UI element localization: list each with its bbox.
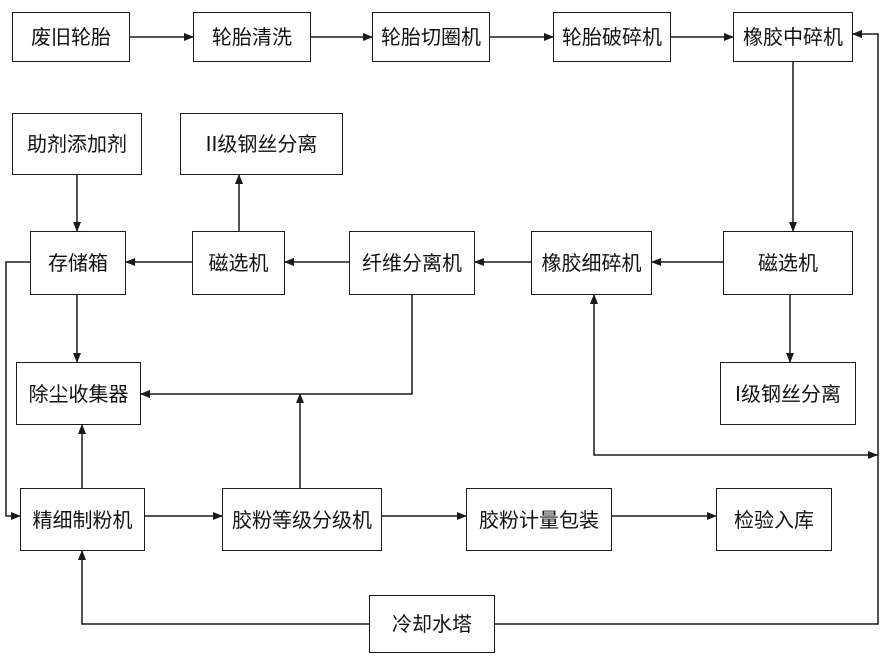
node-label: 除尘收集器 — [28, 381, 129, 406]
node-label: 检验入库 — [734, 507, 814, 532]
node-label: 轮胎切圈机 — [381, 25, 481, 49]
node-label: 橡胶细碎机 — [541, 251, 642, 275]
node-label: 磁选机 — [208, 251, 269, 275]
node-steel-sep-1: I级钢丝分离 — [720, 362, 856, 425]
node-label: 存储箱 — [48, 251, 108, 275]
node-additive: 助剂添加剂 — [12, 113, 142, 175]
node-label: II级钢丝分离 — [205, 132, 318, 156]
node-cooling-tower: 冷却水塔 — [369, 595, 495, 653]
node-label: 胶粉计量包装 — [479, 507, 599, 532]
node-steel-sep-2: II级钢丝分离 — [180, 113, 343, 175]
node-label: 冷却水塔 — [392, 612, 472, 636]
node-label: 废旧轮胎 — [31, 25, 111, 49]
node-rubber-mid-crusher: 橡胶中碎机 — [733, 12, 853, 62]
node-rubber-fine-crusher: 橡胶细碎机 — [531, 231, 652, 295]
node-label: 橡胶中碎机 — [743, 25, 843, 49]
node-fine-mill: 精细制粉机 — [20, 488, 145, 551]
arrow-cooling_tower-to-rubber_mid_crusher — [495, 30, 879, 625]
node-waste-tire: 废旧轮胎 — [12, 12, 130, 62]
node-fiber-sep: 纤维分离机 — [349, 231, 475, 295]
arrow-storage-to-fine_mill — [5, 261, 30, 520]
node-label: 磁选机 — [758, 251, 818, 275]
node-dust-collector: 除尘收集器 — [16, 362, 141, 425]
node-mag-sep-right: 磁选机 — [723, 231, 853, 295]
arrow-cooling_tower-to-fine_mill — [78, 550, 369, 625]
node-label: 轮胎破碎机 — [562, 25, 662, 49]
node-label: 助剂添加剂 — [27, 132, 127, 156]
node-label: 胶粉等级分级机 — [232, 507, 372, 532]
node-label: 轮胎清洗 — [212, 25, 292, 49]
node-ring-cutter: 轮胎切圈机 — [372, 12, 490, 62]
node-label: 精细制粉机 — [32, 507, 133, 532]
arrowhead-return-junction — [868, 451, 878, 459]
node-tire-wash: 轮胎清洗 — [193, 12, 311, 62]
arrow-cooling_tower-to-rubber_fine_crusher — [590, 294, 878, 456]
node-label: 纤维分离机 — [362, 251, 462, 275]
node-storage: 存储箱 — [30, 231, 126, 295]
node-mag-sep-left: 磁选机 — [192, 231, 285, 295]
node-packing: 胶粉计量包装 — [466, 488, 612, 551]
arrow-fiber_sep-to-dust_collector — [140, 295, 413, 398]
node-grader: 胶粉等级分级机 — [222, 488, 382, 551]
node-label: I级钢丝分离 — [735, 381, 841, 406]
node-tire-crusher: 轮胎破碎机 — [553, 12, 671, 62]
node-inspection: 检验入库 — [716, 488, 832, 551]
